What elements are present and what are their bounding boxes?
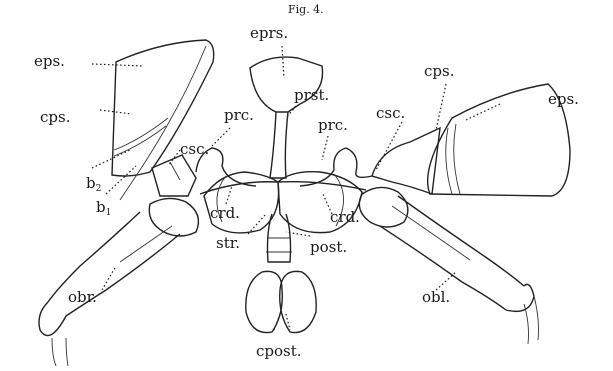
label-cpost: cpost. xyxy=(256,344,302,359)
label-crd-right: crd. xyxy=(330,210,360,225)
label-obr: obr. xyxy=(68,290,97,305)
leader-eprs xyxy=(282,46,284,78)
right-scapula-neck xyxy=(372,128,440,194)
label-eprs: eprs. xyxy=(250,26,288,41)
left-humerus-head xyxy=(149,198,198,236)
cpost-right-lobe xyxy=(280,271,317,332)
label-csc-right: csc. xyxy=(376,106,405,121)
cpost-left-lobe xyxy=(246,271,282,332)
leader-eps-left xyxy=(92,64,144,66)
right-humerus-distal xyxy=(506,284,534,311)
label-b1-letter: b xyxy=(96,198,106,216)
label-b1-subscript: 1 xyxy=(106,208,112,218)
poststernum xyxy=(266,238,292,252)
label-cps-left: cps. xyxy=(40,110,70,125)
leader-b1 xyxy=(106,166,136,194)
figure-caption: Fig. 4. xyxy=(288,4,324,15)
right-cps-stripe-1 xyxy=(446,128,452,194)
label-csc-left: csc. xyxy=(180,142,209,157)
label-b2: b2 xyxy=(86,176,101,194)
left-scapula-edge xyxy=(120,46,206,200)
leader-prc-right xyxy=(322,136,328,160)
right-cps-stripe-2 xyxy=(454,124,460,194)
label-str: str. xyxy=(216,236,240,251)
leader-cps-left xyxy=(100,110,132,114)
label-cps-right: cps. xyxy=(424,64,454,79)
label-prst: prst. xyxy=(294,88,329,103)
right-precoracoid xyxy=(300,148,372,186)
leader-obr xyxy=(102,266,116,290)
left-scapula-inner xyxy=(170,162,180,180)
label-eps-left: eps. xyxy=(34,54,65,69)
label-eps-right: eps. xyxy=(548,92,579,107)
label-prc-right: prc. xyxy=(318,118,348,133)
label-obl: obl. xyxy=(422,290,450,305)
left-humerus-groove xyxy=(120,226,172,262)
leader-prc-left xyxy=(212,128,230,146)
leader-b2 xyxy=(92,150,130,168)
leader-cps-right xyxy=(436,84,446,130)
label-post: post. xyxy=(310,240,347,255)
left-cps-stripe-1 xyxy=(114,118,168,150)
leader-crd-left xyxy=(226,186,232,204)
left-scapula-block xyxy=(152,155,196,196)
label-crd-left: crd. xyxy=(210,206,240,221)
sternum-crossbar xyxy=(200,182,366,194)
right-humerus-groove xyxy=(392,206,470,260)
left-humerus-distal xyxy=(39,302,66,336)
leader-eps-right xyxy=(466,104,500,120)
label-prc-left: prc. xyxy=(224,108,254,123)
label-b1: b1 xyxy=(96,200,111,218)
left-forelimb-tail xyxy=(52,338,68,366)
label-b2-letter: b xyxy=(86,174,96,192)
label-b2-subscript: 2 xyxy=(96,184,102,194)
prosternum xyxy=(270,112,288,178)
right-humerus-head xyxy=(359,187,408,227)
